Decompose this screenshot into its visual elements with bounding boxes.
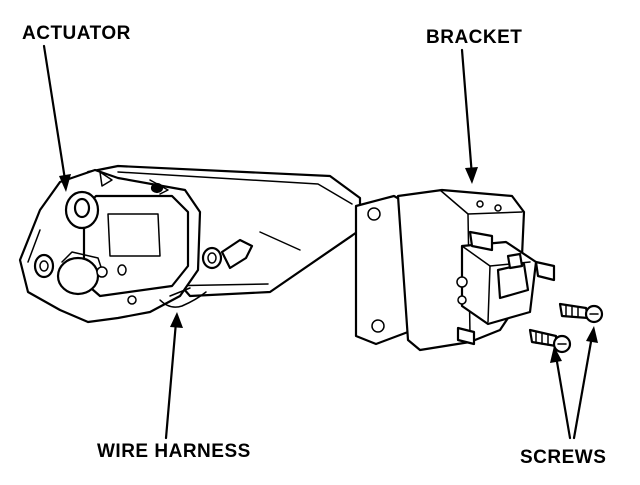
screw-lower <box>528 328 572 354</box>
wire-harness-label: WIRE HARNESS <box>97 441 251 462</box>
screws-label: SCREWS <box>520 447 607 468</box>
leader-arrow-actuator <box>42 44 71 192</box>
arm-clip <box>201 238 254 270</box>
bracket-label: BRACKET <box>426 27 523 48</box>
actuator-label: ACTUATOR <box>22 23 131 44</box>
screw-upper <box>558 302 604 324</box>
bracket-body <box>354 188 556 352</box>
leader-arrow-bracket <box>460 48 478 184</box>
leader-arrow-screws-lower <box>550 346 572 440</box>
actuator-body <box>18 168 207 324</box>
leader-arrow-screws-upper <box>572 326 598 440</box>
leader-arrow-wire-harness <box>164 312 183 440</box>
